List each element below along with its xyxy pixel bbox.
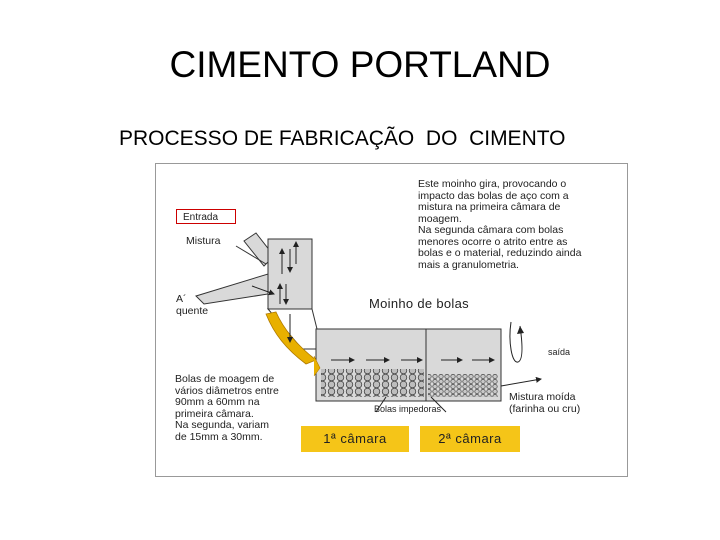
transfer-chute — [265, 308, 323, 365]
mill-description: Este moinho gira, provocando o impacto d… — [418, 178, 582, 271]
hot-air-label-2: quente — [176, 305, 209, 317]
mill-drawing — [195, 232, 542, 413]
entrada-label: Entrada — [176, 209, 236, 224]
slide-subtitle: PROCESSO DE FABRICAÇÃO DO CIMENTO — [119, 127, 566, 150]
chamber-2-label: 2ª câmara — [420, 426, 520, 452]
slide-title: CIMENTO PORTLAND — [169, 44, 551, 85]
bolas-impedoras-label: Bolas impedoras — [374, 404, 442, 414]
chamber-1-label: 1ª câmara — [301, 426, 409, 452]
saida-label: saída — [548, 347, 571, 357]
rotation-arrow — [509, 321, 524, 363]
mill-title: Moinho de bolas — [369, 296, 469, 311]
balls-description: Bolas de moagem de vários diâmetros entr… — [175, 373, 279, 443]
hot-air-duct — [195, 273, 269, 305]
mistura-moida-label: Mistura moída (farinha ou cru) — [509, 391, 581, 415]
mistura-label: Mistura — [186, 235, 221, 247]
ball-mill — [313, 328, 502, 402]
dryer-box — [251, 238, 313, 310]
mill-diagram: Entrada Mistura A´ quente Moinho de bola… — [155, 163, 628, 477]
hot-air-label-1: A´ — [176, 293, 187, 305]
